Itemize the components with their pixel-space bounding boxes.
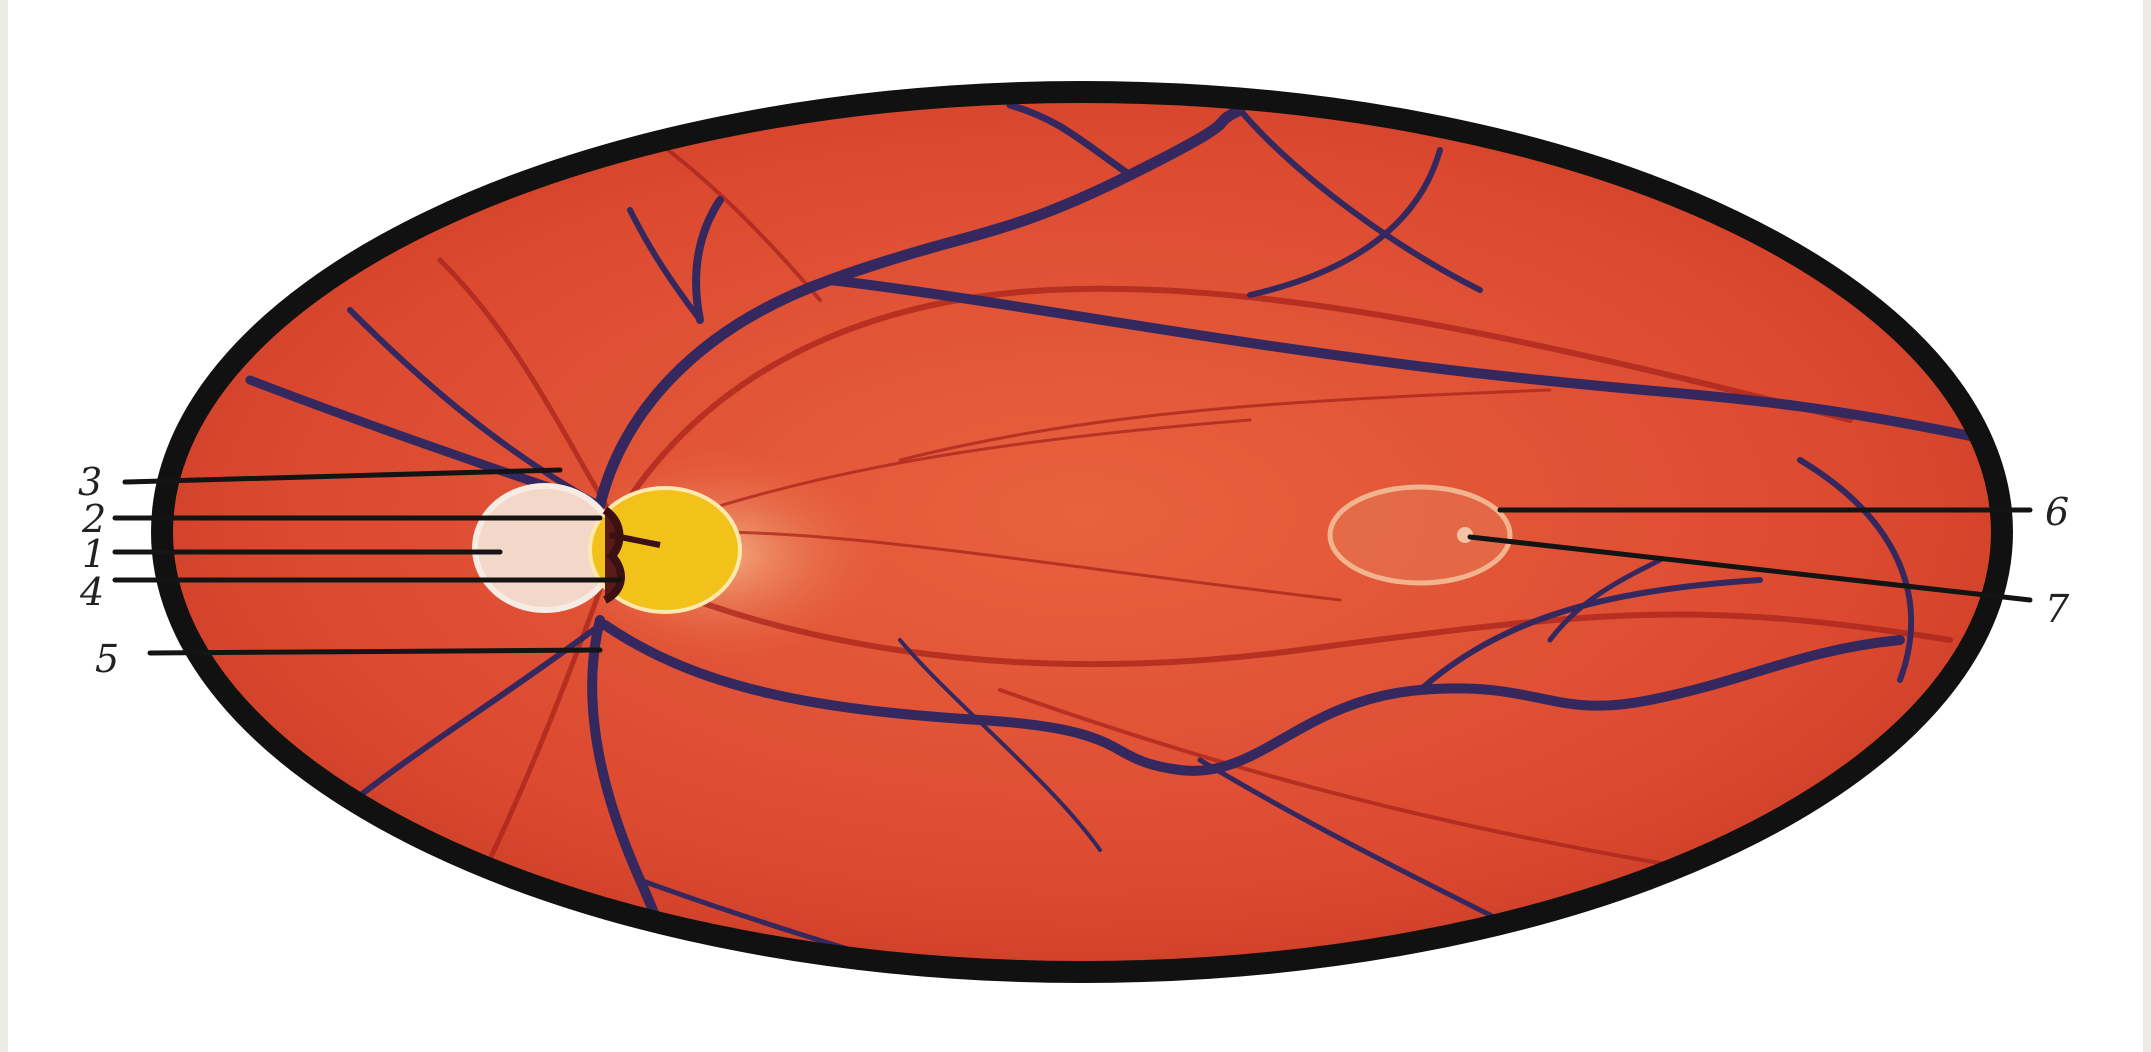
label-5: 5 xyxy=(95,637,119,681)
label-4: 4 xyxy=(79,570,104,614)
leader-line-5 xyxy=(150,650,600,653)
macula xyxy=(1330,487,1510,583)
label-6: 6 xyxy=(2045,490,2069,534)
label-7: 7 xyxy=(2045,587,2070,631)
